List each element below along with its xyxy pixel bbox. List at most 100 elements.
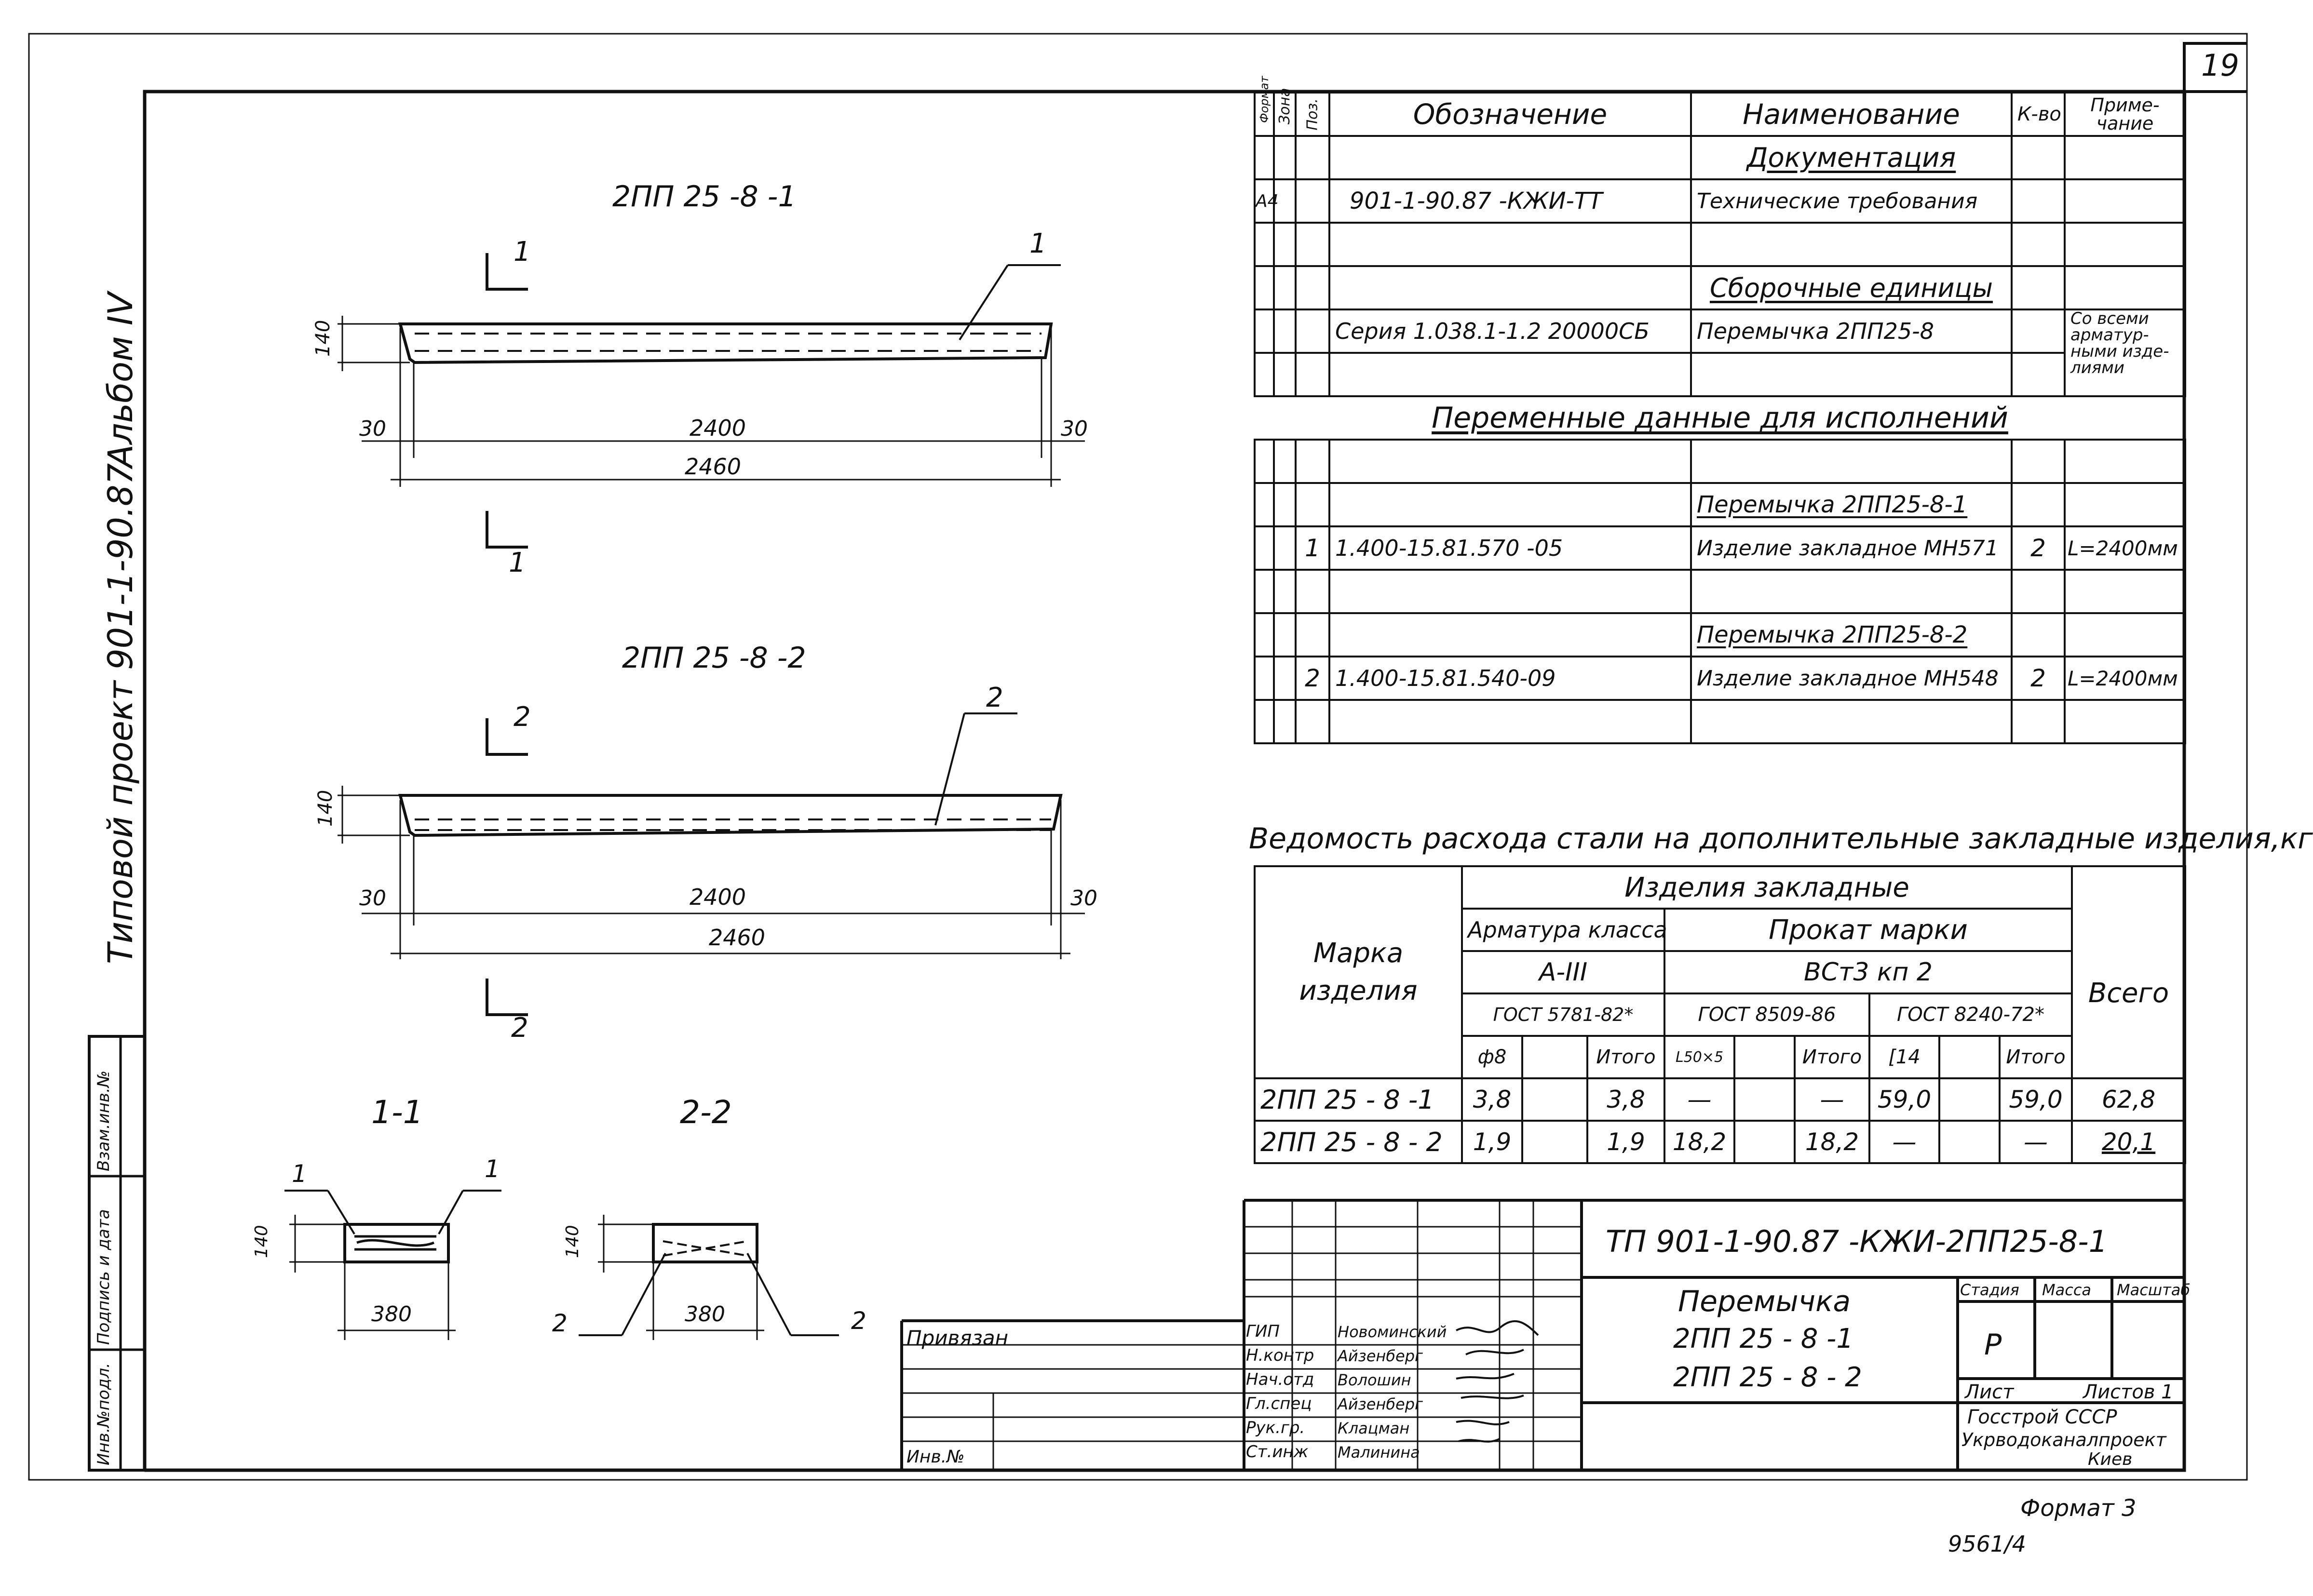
stamp-inv-label: Инв.№	[906, 1447, 965, 1467]
stamp-title-line-1: Перемычка	[1678, 1285, 1851, 1318]
spec-row-assembly-title: Сборочные единицы	[1254, 265, 2186, 310]
steel-armature-gost: ГОСТ 5781-82*	[1461, 992, 1665, 1037]
stamp-person-name: Новоминский	[1338, 1323, 1447, 1341]
format-note: Формат 3	[2020, 1495, 2137, 1522]
stamp-person-role: Нач.отд	[1246, 1370, 1314, 1389]
section1-title: 1-1	[371, 1094, 423, 1131]
steel-cell: 18,2	[1664, 1120, 1735, 1164]
beam-view-1	[338, 253, 1085, 549]
spec-row-variable-title: Переменные данные для исполнений	[1255, 395, 2185, 441]
stamp-person-name: Волошин	[1338, 1371, 1411, 1389]
section1-leader-left: 1	[292, 1160, 307, 1188]
steel-row: 2ПП 25 - 8 - 2 1,9 1,9 18,2 18,2 — — 20,…	[1254, 1120, 2187, 1164]
stamp-org-line-1: Госстрой СССР	[1967, 1406, 2117, 1428]
steel-cell	[1521, 1120, 1588, 1164]
steel-row-total: 20,1	[2071, 1120, 2187, 1164]
spec-header-note: Приме-чание	[2064, 92, 2186, 137]
sheet-number: 19	[2201, 48, 2239, 83]
spec-assembly-note: Со всеми арматур-ными изде-лиями	[2064, 308, 2186, 397]
steel-cell: —	[1998, 1120, 2073, 1164]
steel-cell: —	[1868, 1120, 1940, 1164]
view2-title: 2ПП 25 -8 -2	[622, 641, 806, 675]
spec-docs-designation: 901-1-90.87 -КЖИ-ТТ	[1328, 178, 1692, 224]
view2-dim-mid: 2400	[690, 884, 746, 910]
stamp-person-name: Айзенберг	[1338, 1347, 1423, 1365]
steel-cell: —	[1664, 1077, 1735, 1122]
spec-row-sub2: Перемычка 2ПП25-8-2	[1254, 612, 2186, 657]
section1-leader-right: 1	[485, 1155, 500, 1183]
steel-cell	[1938, 1120, 2001, 1164]
section2-leader-left: 2	[552, 1309, 568, 1337]
stamp-person-role: Н.контр	[1246, 1346, 1314, 1365]
section2-title: 2-2	[680, 1094, 732, 1131]
view1-dim-mid: 2400	[690, 415, 746, 441]
stamp-bound-label: Привязан	[906, 1326, 1009, 1350]
view2-dim-total: 2460	[709, 925, 766, 951]
spec-item1-name: Изделие закладное МН571	[1690, 525, 2013, 571]
steel-sub-header	[1733, 1035, 1796, 1079]
section1-width: 380	[371, 1302, 412, 1327]
spec-variable-title: Переменные данные для исполнений	[1432, 401, 2008, 435]
steel-row-total: 62,8	[2071, 1077, 2187, 1122]
spec-header-designation: Обозначение	[1328, 92, 1692, 137]
steel-sub-header: Итого	[1794, 1035, 1870, 1079]
steel-cell: 1,9	[1461, 1120, 1523, 1164]
spec-docs-name: Технические требования	[1690, 178, 2013, 224]
steel-row-mark: 2ПП 25 - 8 - 2	[1254, 1120, 1463, 1164]
view2-section-mark-top: 2	[514, 701, 531, 733]
section2-leader-right: 2	[851, 1307, 866, 1335]
steel-rolled: Прокат марки	[1663, 908, 2073, 952]
steel-row-mark: 2ПП 25 - 8 -1	[1254, 1077, 1463, 1122]
view2-height-dim: 140	[314, 790, 337, 827]
archive-number: 9561/4	[1948, 1531, 2026, 1557]
stamp-org-line-2: Укрводоканалпроект	[1961, 1429, 2166, 1450]
steel-armature-class: Арматура класса	[1461, 908, 1667, 952]
steel-sub-header: ф8	[1461, 1035, 1523, 1079]
spec-assembly-name: Перемычка 2ПП25-8	[1690, 308, 2013, 354]
project-title: Типовой проект 901-1-90.87	[101, 463, 140, 964]
stamp-title-line-2: 2ПП 25 - 8 -1	[1673, 1323, 1853, 1355]
view1-title: 2ПП 25 -8 -1	[612, 180, 797, 214]
spec-header-row: Формат Зона Поз. Обозначение Наименовани…	[1254, 76, 2186, 137]
steel-rolled-grade: ВСт3 кп 2	[1663, 950, 2073, 994]
section2-height: 140	[563, 1225, 582, 1258]
steel-gost-8509: ГОСТ 8509-86	[1664, 992, 1870, 1037]
spec-header-zone: Зона	[1273, 88, 1297, 137]
steel-table-title: Ведомость расхода стали на дополнительны…	[1249, 822, 2313, 856]
field-signature-date: Подпись и дата	[94, 1209, 113, 1345]
spec-row-assembly: Серия 1.038.1-1.2 20000СБ Перемычка 2ПП2…	[1254, 308, 2186, 397]
stamp-stage: Р	[1984, 1328, 2002, 1362]
spec-docs-format: А4	[1254, 178, 1279, 224]
steel-sub-header	[1938, 1035, 2001, 1079]
spec-row-item1: 1 1.400-15.81.570 -05 Изделие закладное …	[1254, 525, 2186, 571]
steel-cell: 3,8	[1586, 1077, 1665, 1122]
steel-group: Изделия закладные	[1461, 865, 2073, 910]
view1-dim-left: 30	[359, 416, 386, 441]
beam-view-2	[338, 712, 1085, 1016]
spec-section-docs: Документация	[1690, 135, 2013, 180]
spec-section-assembly: Сборочные единицы	[1690, 265, 2013, 310]
steel-sub-header	[1521, 1035, 1588, 1079]
spec-header-qty: К-во	[2011, 92, 2066, 137]
stamp-stage-label: Стадия	[1960, 1281, 2019, 1299]
spec-item1-note: L=2400мм	[2064, 525, 2186, 571]
view1-section-mark-bottom: 1	[509, 547, 526, 578]
steel-gost-8240: ГОСТ 8240-72*	[1868, 992, 2073, 1037]
stamp-sheet-label: Лист	[1965, 1381, 2014, 1403]
stamp-person-role: Ст.инж	[1246, 1442, 1309, 1462]
view2-section-mark-bottom: 2	[511, 1012, 528, 1044]
field-replace-inv: Взам.инв.№	[94, 1070, 113, 1171]
view1-dim-total: 2460	[685, 454, 742, 480]
steel-cell: 1,9	[1586, 1120, 1665, 1164]
section2-width: 380	[685, 1302, 725, 1327]
view2-leader-number: 2	[986, 682, 1003, 713]
spec-item2-designation: 1.400-15.81.540-09	[1328, 656, 1692, 701]
field-inv-podl: Инв.№подл.	[94, 1363, 113, 1465]
stamp-person-name: Айзенберг	[1338, 1395, 1423, 1413]
view1-leader-number: 1	[1029, 228, 1047, 259]
section-1-1	[284, 1190, 501, 1340]
spec-item2-note: L=2400мм	[2064, 656, 2186, 701]
steel-table: Марка изделия Изделия закладные Арматура…	[1254, 865, 2187, 1164]
album-label: Альбом IV	[101, 292, 140, 468]
